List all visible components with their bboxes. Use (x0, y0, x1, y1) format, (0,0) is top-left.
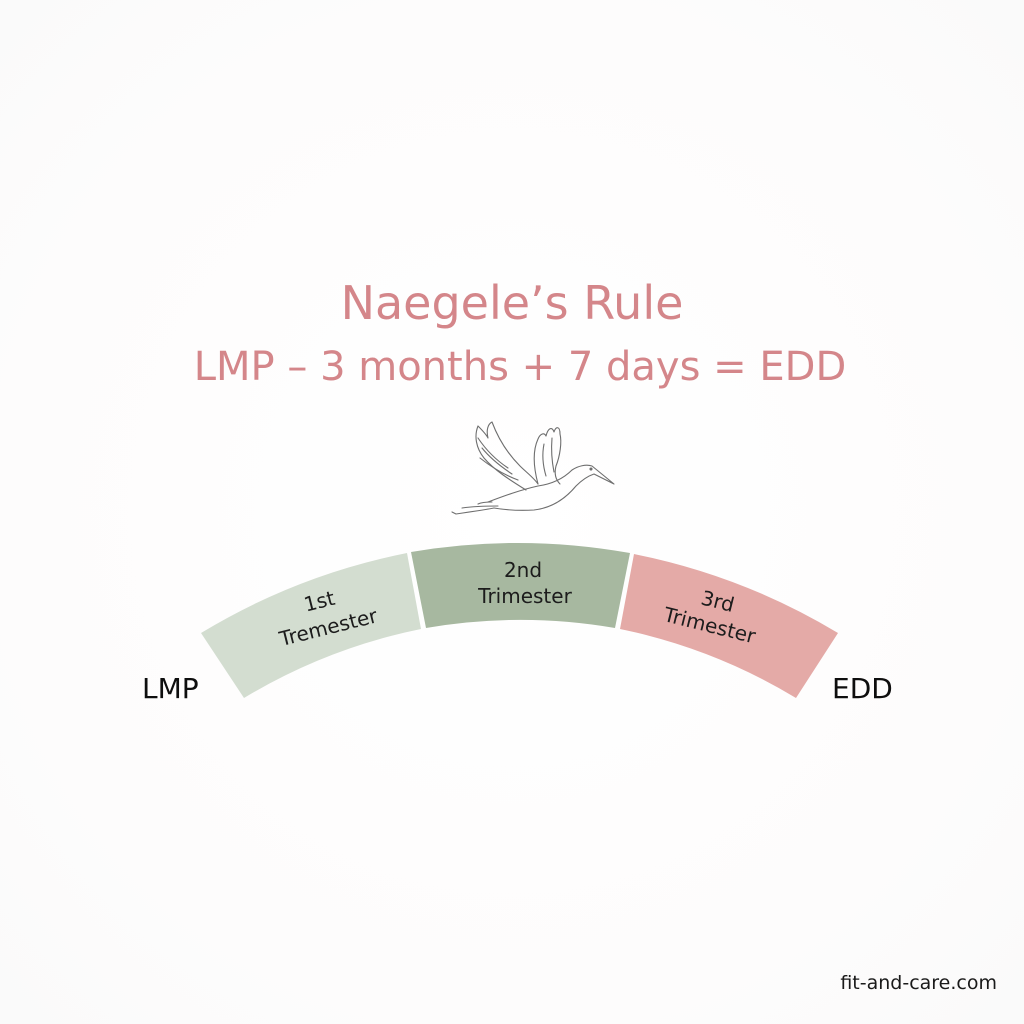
lmp-label: LMP (142, 672, 199, 705)
trimester-segment-1 (201, 553, 421, 698)
rule-formula: LMP – 3 months + 7 days = EDD (193, 344, 847, 390)
trimester-2-label: Trimester (477, 584, 572, 608)
trimester-segment-2 (411, 543, 630, 628)
trimester-2-number: 2nd (504, 558, 542, 582)
stork-icon (451, 421, 615, 515)
trimester-segment-3 (620, 554, 838, 698)
site-watermark: fit-and-care.com (840, 972, 997, 994)
page-title: Naegele’s Rule (340, 276, 684, 330)
edd-label: EDD (832, 672, 893, 705)
